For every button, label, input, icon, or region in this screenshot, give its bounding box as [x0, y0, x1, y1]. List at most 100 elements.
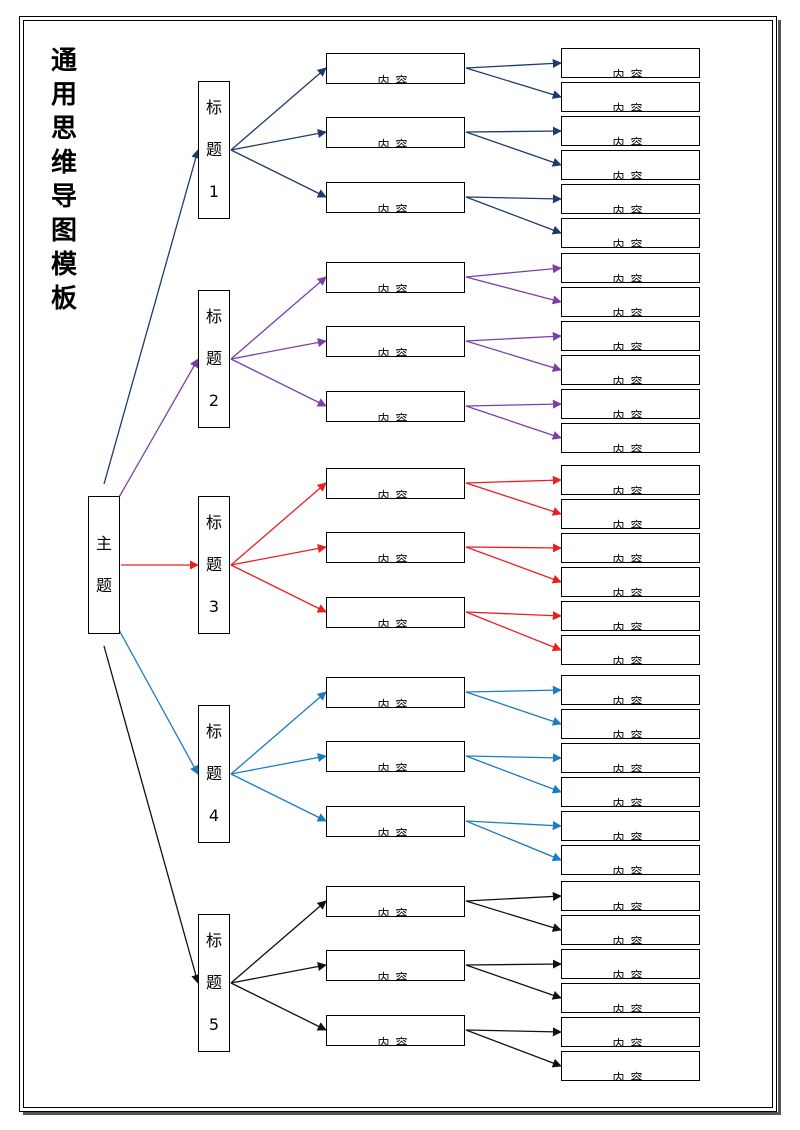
subcontent-node-label: 内容 [612, 238, 649, 248]
content-node: 内容 [326, 261, 465, 293]
subcontent-node: 内容 [561, 915, 700, 945]
subcontent-node: 内容 [561, 184, 700, 214]
subcontent-node-label: 内容 [612, 341, 649, 351]
subcontent-node: 内容 [561, 567, 700, 597]
content-to-subcontent-arrow [465, 340, 562, 372]
content-node: 内容 [326, 531, 465, 563]
subcontent-node-label: 内容 [612, 204, 649, 214]
content-to-subcontent-arrow [465, 131, 562, 167]
subcontent-node-label: 内容 [612, 797, 649, 807]
frame-shadow-right [778, 20, 781, 1115]
page-frame-inner [23, 20, 773, 1108]
content-node-label: 内容 [377, 73, 414, 84]
content-to-subcontent-arrow [465, 820, 562, 862]
content-node-label: 内容 [377, 282, 414, 293]
content-to-subcontent-arrow [465, 964, 562, 1000]
content-node: 内容 [326, 325, 465, 357]
branch-1-label: 标题1 [205, 98, 222, 201]
content-to-subcontent-arrow [465, 611, 562, 652]
content-node: 内容 [326, 740, 465, 772]
subcontent-node-label: 内容 [612, 865, 649, 875]
subcontent-node: 内容 [561, 1017, 700, 1047]
content-node: 内容 [326, 1014, 465, 1046]
branch-2-to-content-1-arrow [230, 276, 327, 360]
root-to-branch-2-arrow [117, 358, 199, 500]
content-node-label: 内容 [377, 346, 414, 357]
subcontent-node: 内容 [561, 82, 700, 112]
subcontent-node-label: 内容 [612, 831, 649, 841]
content-to-subcontent-arrow [465, 1029, 562, 1068]
subcontent-node: 内容 [561, 709, 700, 739]
branch-2-to-content-2-arrow [230, 338, 327, 360]
subcontent-node-label: 内容 [612, 409, 649, 419]
content-to-subcontent-arrow [465, 753, 562, 763]
content-to-subcontent-arrow [465, 58, 562, 69]
subcontent-node: 内容 [561, 601, 700, 631]
root-to-branch-5-arrow [103, 645, 201, 984]
subcontent-node-label: 内容 [612, 901, 649, 911]
subcontent-node-label: 内容 [612, 695, 649, 705]
subcontent-node-label: 内容 [612, 553, 649, 563]
subcontent-node: 内容 [561, 635, 700, 665]
subcontent-node-label: 内容 [612, 273, 649, 283]
subcontent-node: 内容 [561, 287, 700, 317]
branch-3-label: 标题3 [205, 513, 222, 616]
content-node-label: 内容 [377, 617, 414, 628]
root-topic: 主题 [88, 496, 120, 634]
page-title: 通用思维导图模板 [50, 46, 77, 314]
content-to-subcontent-arrow [465, 611, 562, 621]
content-to-subcontent-arrow [465, 196, 562, 235]
subcontent-node-label: 内容 [612, 519, 649, 529]
subcontent-node-label: 内容 [612, 729, 649, 739]
subcontent-node-label: 内容 [612, 1037, 649, 1047]
branch-1: 标题1 [198, 81, 230, 219]
frame-shadow-bottom [23, 1112, 781, 1115]
branch-2-label: 标题2 [205, 307, 222, 410]
branch-3-to-content-1-arrow [230, 482, 327, 566]
content-to-subcontent-arrow [465, 67, 562, 99]
content-to-subcontent-arrow [465, 331, 562, 342]
root-to-branch-4-arrow [118, 629, 199, 775]
subcontent-node: 内容 [561, 150, 700, 180]
subcontent-node-label: 内容 [612, 170, 649, 180]
content-node-label: 内容 [377, 826, 414, 837]
subcontent-node: 内容 [561, 218, 700, 248]
content-to-subcontent-arrow [465, 276, 562, 305]
subcontent-node-label: 内容 [612, 307, 649, 317]
content-to-subcontent-arrow [465, 475, 562, 485]
content-node: 内容 [326, 885, 465, 917]
content-node-label: 内容 [377, 137, 414, 148]
subcontent-node-label: 内容 [612, 375, 649, 385]
content-to-subcontent-arrow [465, 900, 562, 932]
content-to-subcontent-arrow [465, 959, 562, 969]
content-node: 内容 [326, 949, 465, 981]
subcontent-node: 内容 [561, 423, 700, 453]
branch-1-to-content-2-arrow [230, 129, 327, 151]
subcontent-node: 内容 [561, 48, 700, 78]
page-frame-outer [19, 16, 777, 1112]
branch-4-to-content-2-arrow [230, 753, 327, 775]
content-node: 内容 [326, 596, 465, 628]
content-to-subcontent-arrow [465, 194, 562, 204]
branch-4-to-content-1-arrow [230, 691, 327, 775]
root-topic-label: 主题 [95, 534, 112, 595]
content-node: 内容 [326, 116, 465, 148]
subcontent-node: 内容 [561, 811, 700, 841]
branch-3-to-content-2-arrow [230, 544, 327, 566]
content-node: 内容 [326, 467, 465, 499]
content-to-subcontent-arrow [465, 546, 562, 584]
subcontent-node: 内容 [561, 321, 700, 351]
branch-5-to-content-1-arrow [230, 900, 327, 984]
subcontent-node-label: 内容 [612, 763, 649, 773]
content-node-label: 内容 [377, 761, 414, 772]
branch-4-to-content-3-arrow [230, 773, 327, 822]
branch-2: 标题2 [198, 290, 230, 428]
content-node-label: 内容 [377, 411, 414, 422]
subcontent-node: 内容 [561, 499, 700, 529]
content-node-label: 内容 [377, 970, 414, 981]
subcontent-node-label: 内容 [612, 136, 649, 146]
subcontent-node: 内容 [561, 355, 700, 385]
branch-5-to-content-3-arrow [230, 982, 327, 1031]
subcontent-node: 内容 [561, 1051, 700, 1081]
